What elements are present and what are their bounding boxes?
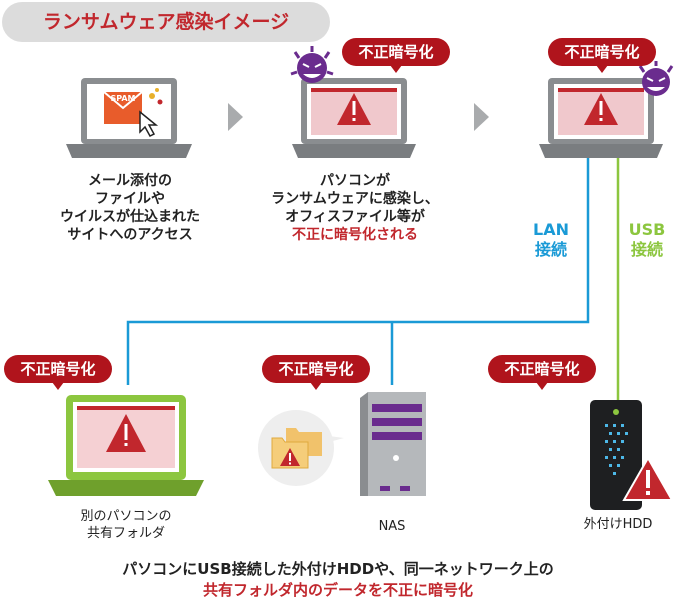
step-arrow-2 [474, 103, 489, 131]
laptop-shared-folder [48, 395, 204, 496]
nas-device [360, 392, 426, 496]
badge-nas: 不正暗号化 [262, 355, 370, 390]
badge-shared-folder: 不正暗号化 [4, 355, 112, 390]
laptop-infected [290, 46, 416, 158]
summary-line-1: パソコンにUSB接続した外付けHDDや、同一ネットワーク上の [122, 560, 554, 578]
hdd-caption: 外付けHDD [583, 517, 653, 532]
step1-caption: メール添付の ファイルや ウイルスが仕込まれた サイトへのアクセス [60, 173, 200, 243]
hdd-device [590, 400, 674, 510]
nas-caption: NAS [378, 519, 406, 534]
summary-line-2: 共有フォルダ内のデータを不正に暗号化 [202, 581, 473, 599]
step2-caption-highlight: 不正に暗号化される [292, 227, 418, 243]
lan-line [126, 158, 590, 385]
diagram-title: ランサムウェア感染イメージ [2, 2, 330, 42]
shared-folder-caption: 別のパソコンの 共有フォルダ [80, 509, 172, 541]
badge-hdd: 不正暗号化 [488, 355, 596, 390]
badge-infected-pc: 不正暗号化 [342, 38, 450, 73]
spam-label: SPAM [110, 94, 136, 103]
step2-caption: パソコンが ランサムウェアに感染し、 オフィスファイル等が 不正に暗号化される [250, 172, 460, 244]
usb-connection-label: USB 接続 [628, 220, 666, 259]
step2-caption-main: パソコンが ランサムウェアに感染し、 オフィスファイル等が [271, 173, 439, 225]
laptop-email [66, 78, 192, 158]
summary-text: パソコンにUSB接続した外付けHDDや、同一ネットワーク上の 共有フォルダ内のデ… [20, 559, 656, 601]
lan-connection-label: LAN 接続 [533, 220, 569, 259]
badge-source-pc: 不正暗号化 [548, 38, 656, 73]
folder-bubble [258, 410, 344, 486]
laptop-source [539, 61, 674, 158]
step-arrow-1 [228, 103, 243, 131]
